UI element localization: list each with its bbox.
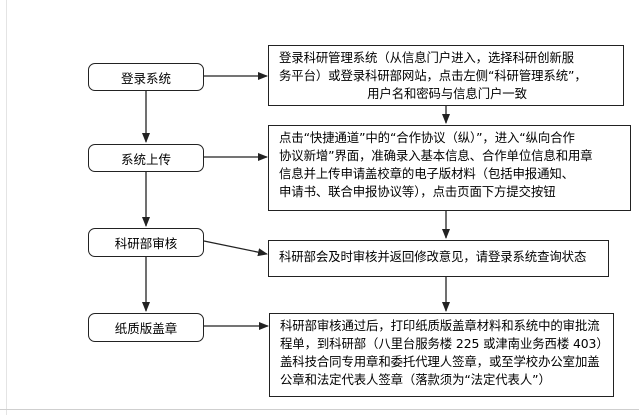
step-review: 科研部审核 bbox=[88, 228, 204, 257]
note-seal-line: 盖科技合同专用章和委托代理人签章，或至学校办公室加盖 bbox=[280, 354, 600, 369]
note-login-line: 用户名和密码与信息门户一致 bbox=[367, 86, 527, 101]
canvas-edge-bottom bbox=[0, 409, 639, 410]
canvas-edge-left bbox=[6, 0, 7, 415]
note-login: 登录科研管理系统（从信息门户进入，选择科研创新服 务平台）或登录科研部网站，点击… bbox=[268, 45, 624, 106]
note-seal-line: 科研部审核通过后，打印纸质版盖章材料和系统中的审批流 bbox=[280, 318, 600, 333]
note-upload-line: 协议新增”界面，准确录入基本信息、合作单位信息和用章 bbox=[279, 148, 593, 163]
step-login: 登录系统 bbox=[88, 63, 204, 91]
note-login-line: 登录科研管理系统（从信息门户进入，选择科研创新服 bbox=[279, 50, 574, 65]
note-review: 科研部会及时审核并返回修改意见，请登录系统查询状态 bbox=[268, 240, 609, 277]
note-seal-line: 公章和法定代表人签章（落款须为“法定代表人”） bbox=[280, 372, 551, 387]
note-review-line: 科研部会及时审核并返回修改意见，请登录系统查询状态 bbox=[279, 249, 587, 264]
note-seal: 科研部审核通过后，打印纸质版盖章材料和系统中的审批流 程单，到科研部（八里台服务… bbox=[269, 313, 614, 397]
step-upload: 系统上传 bbox=[88, 144, 204, 172]
note-upload-line: 点击“快捷通道”中的“合作协议（纵）”，进入“纵向合作 bbox=[279, 130, 575, 145]
note-seal-line: 程单，到科研部（八里台服务楼 225 或津南业务西楼 403） bbox=[280, 336, 609, 351]
note-login-line: 务平台）或登录科研部网站，点击左侧“科研管理系统”， bbox=[279, 68, 587, 83]
note-upload: 点击“快捷通道”中的“合作协议（纵）”，进入“纵向合作 协议新增”界面，准确录入… bbox=[268, 125, 631, 211]
connector-note3 bbox=[203, 240, 268, 257]
step-seal: 纸质版盖章 bbox=[88, 313, 204, 342]
note-upload-line: 申请书、联合申报协议等），点击页面下方提交按钮 bbox=[279, 184, 556, 199]
note-upload-line: 信息并上传申请盖校章的电子版材料（包括申报通知、 bbox=[279, 166, 574, 181]
